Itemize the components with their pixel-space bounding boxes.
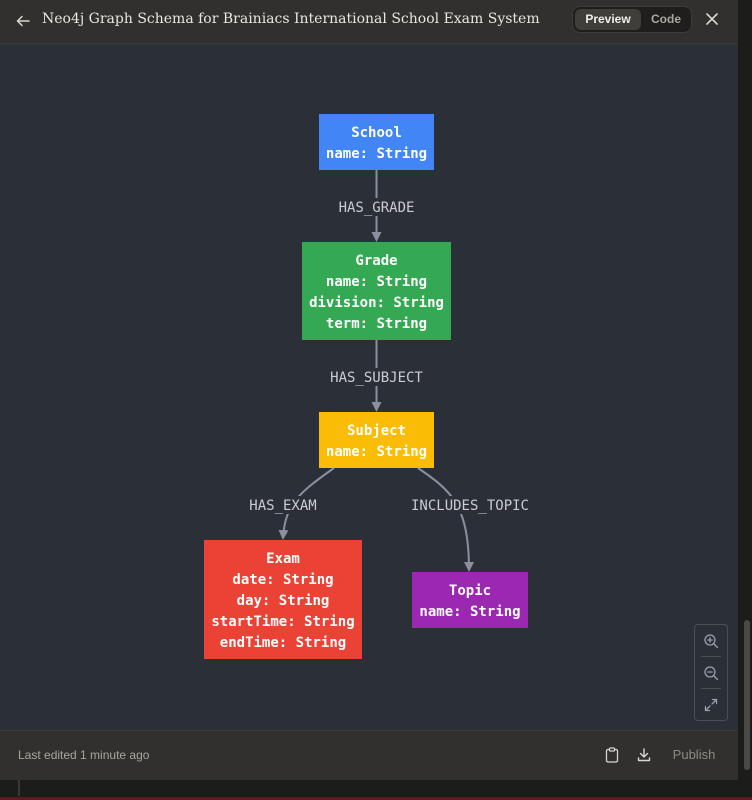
zoom-divider — [701, 656, 721, 657]
zoom-in-icon — [704, 633, 719, 648]
edge-label-background — [333, 198, 420, 216]
node-box — [319, 114, 434, 170]
node-box — [204, 540, 362, 659]
clipboard-icon — [605, 747, 619, 763]
download-button[interactable] — [633, 744, 655, 766]
bottom-divider — [18, 780, 20, 796]
node-topic[interactable]: Topic name: String — [412, 572, 528, 628]
node-label: School — [351, 125, 402, 141]
panel-footer: Last edited 1 minute ago Publish — [0, 730, 738, 780]
zoom-out-button[interactable] — [695, 657, 727, 688]
node-label: Exam — [266, 551, 300, 567]
view-toggle: Preview Code — [572, 6, 692, 33]
node-grade[interactable]: Grade name: String division: String term: S… — [302, 242, 451, 340]
node-property: endTime: String — [220, 635, 346, 651]
node-box — [319, 412, 434, 468]
node-property: name: String — [326, 274, 427, 290]
publish-button[interactable]: Publish — [672, 747, 716, 762]
node-property: day: String — [237, 593, 330, 609]
node-box — [302, 242, 451, 340]
diagram-canvas[interactable]: HAS_GRADE HAS_SUBJECT HAS_EXAM INCLUDES_TOP… — [0, 44, 738, 730]
edge-label-includes-topic: INCLUDES_TOPIC — [411, 498, 529, 514]
edge-label-has-exam: HAS_EXAM — [249, 498, 316, 514]
last-edited-text: Last edited 1 minute ago — [18, 748, 150, 762]
zoom-out-icon — [704, 665, 719, 680]
artifact-panel: Neo4j Graph Schema for Brainiacs Interna… — [0, 0, 738, 780]
tab-preview[interactable]: Preview — [575, 9, 641, 30]
edge-label-has-grade: HAS_GRADE — [339, 200, 415, 216]
download-icon — [637, 748, 651, 762]
edge-label-background — [325, 368, 428, 386]
zoom-controls — [694, 624, 728, 721]
close-button[interactable] — [701, 8, 723, 30]
node-exam[interactable]: Exam date: String day: String startTime: St… — [204, 540, 362, 659]
fit-view-button[interactable] — [695, 689, 727, 720]
node-label: Subject — [347, 423, 406, 439]
node-subject[interactable]: Subject name: String — [319, 412, 434, 468]
zoom-in-button[interactable] — [695, 625, 727, 656]
node-box — [412, 572, 528, 628]
node-school[interactable]: School name: String — [319, 114, 434, 170]
node-property: name: String — [326, 146, 427, 162]
panel-header: Neo4j Graph Schema for Brainiacs Interna… — [0, 0, 738, 44]
edge-label-background — [405, 496, 535, 514]
edge-label-has-subject: HAS_SUBJECT — [330, 370, 423, 386]
tab-code[interactable]: Code — [651, 12, 681, 26]
edge-label-background — [244, 496, 322, 514]
schema-diagram: HAS_GRADE HAS_SUBJECT HAS_EXAM INCLUDES_TOP… — [204, 114, 535, 659]
node-property: term: String — [326, 316, 427, 332]
scrollbar-thumb[interactable] — [744, 620, 750, 770]
node-property: startTime: String — [211, 614, 354, 630]
arrow-left-icon — [16, 15, 30, 27]
node-label: Topic — [449, 583, 491, 599]
close-icon — [706, 13, 718, 25]
bottom-bar — [0, 780, 752, 800]
edge-subject-topic — [417, 467, 474, 572]
zoom-divider — [701, 688, 721, 689]
node-property: division: String — [309, 295, 444, 311]
node-property: date: String — [232, 572, 333, 588]
back-button[interactable] — [12, 10, 34, 32]
node-label: Grade — [355, 253, 397, 269]
scrollbar-track[interactable] — [738, 44, 752, 780]
copy-button[interactable] — [601, 744, 623, 766]
bottom-edge — [0, 797, 752, 800]
fit-view-icon — [704, 698, 718, 711]
node-property: name: String — [326, 444, 427, 460]
node-property: name: String — [419, 604, 520, 620]
page-title: Neo4j Graph Schema for Brainiacs Interna… — [42, 11, 540, 27]
